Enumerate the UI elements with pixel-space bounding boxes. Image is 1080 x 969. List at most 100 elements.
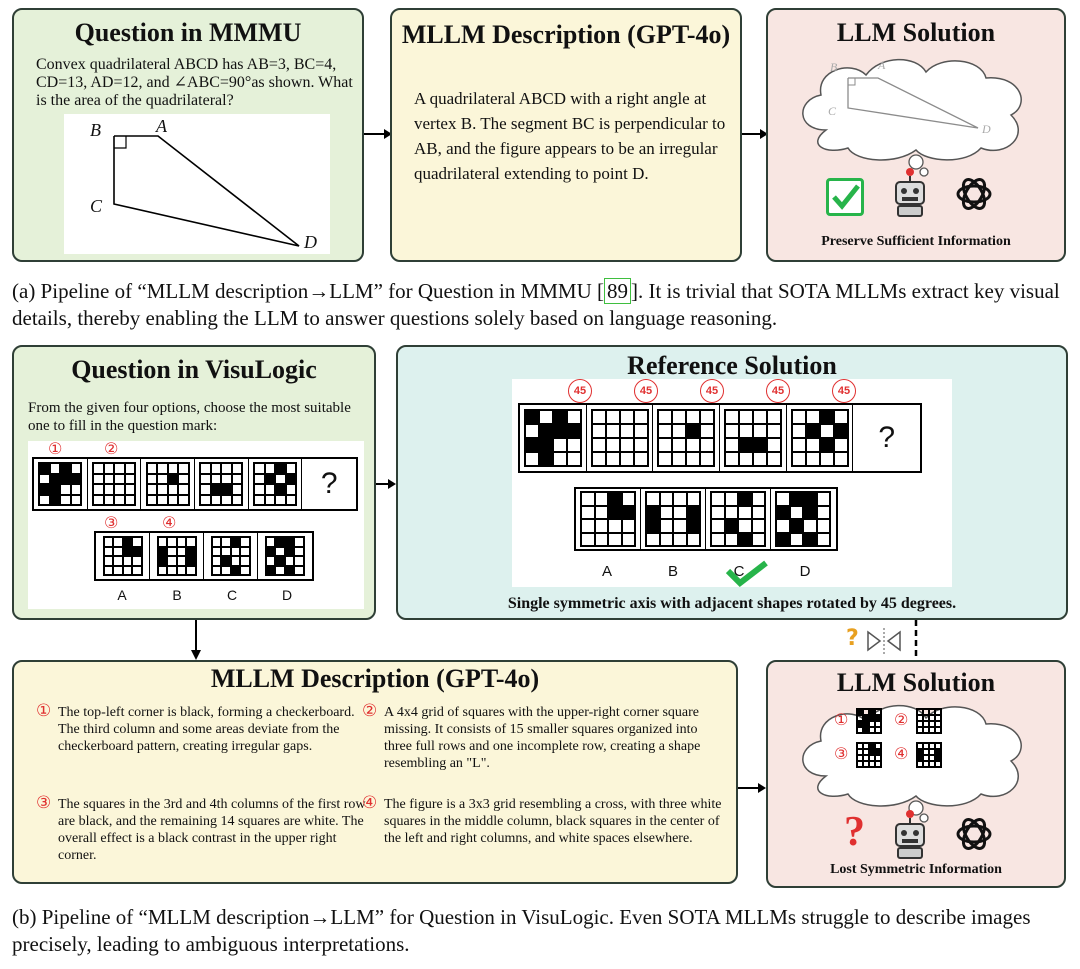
arrow-a1-a2 (364, 129, 392, 139)
marker-2: ② (894, 710, 909, 729)
visulogic-description-panel: MLLM Description (GPT-4o) ① The top-left… (12, 660, 738, 884)
item-text: The figure is a 3x3 grid resembling a cr… (384, 797, 722, 846)
pattern-grid (710, 491, 766, 547)
panel-title: LLM Solution (836, 668, 996, 697)
pattern-grid (199, 462, 244, 506)
rotation-45-marker: 45 (700, 379, 724, 403)
item-text: The squares in the 3rd and 4th columns o… (58, 797, 366, 863)
caption-a-after: ]. It is trivial that SOTA MLLMs extract… (12, 279, 1060, 330)
caption-a: (a) Pipeline of “MLLM description→LLM” f… (12, 278, 1072, 332)
reference-options-row (574, 487, 838, 551)
visulogic-question-panel: Question in VisuLogic From the given fou… (12, 345, 376, 620)
marker-3: ③ (104, 513, 119, 532)
pattern-grid (264, 536, 305, 576)
rotation-45-marker: 45 (634, 379, 658, 403)
marker-4: ④ (162, 513, 177, 532)
puzzle-cell (34, 459, 88, 509)
solution-footer: Preserve Sufficient Information (821, 234, 1011, 249)
item-text: The top-left corner is black, forming a … (58, 705, 355, 754)
pattern-grid (590, 409, 649, 467)
puzzle-cell (204, 533, 258, 579)
puzzle-cell (96, 533, 150, 579)
recalled-pattern-grid (856, 742, 882, 768)
vertex-label-d: D (982, 122, 991, 136)
robot-icon (895, 810, 925, 859)
pattern-grid (92, 462, 136, 506)
puzzle-cell (576, 489, 641, 549)
rotation-45-marker: 45 (568, 379, 592, 403)
caption-a-before: (a) Pipeline of “MLLM description→LLM” f… (12, 279, 604, 303)
mmmu-llm-solution-panel: LLM Solution B A C D Preserve Sufficient… (766, 8, 1066, 262)
pattern-grid (775, 491, 832, 547)
vertex-label-c: C (90, 196, 103, 216)
robot-icon (895, 168, 925, 217)
recalled-pattern-grid (916, 742, 942, 768)
mmmu-question-panel: Question in MMMU Convex quadrilateral AB… (12, 8, 364, 262)
item-text: A 4x4 grid of squares with the upper-rig… (384, 705, 701, 771)
puzzle-cell (787, 405, 854, 471)
description-item-1: ① The top-left corner is black, forming … (36, 703, 368, 755)
pattern-grid (253, 462, 298, 506)
puzzle-cell (771, 489, 836, 549)
arrow-a2-a3 (742, 129, 768, 139)
arrow-b1-b2 (376, 479, 396, 489)
rotation-45-marker: 45 (766, 379, 790, 403)
thought-cloud-icon (802, 58, 1022, 177)
pattern-grid (580, 491, 636, 547)
pattern-grid (145, 462, 190, 506)
panel-title: LLM Solution (836, 18, 996, 47)
option-label-a: A (117, 587, 127, 603)
panel-title: MLLM Description (GPT-4o) (401, 20, 731, 49)
reference-sequence-row: ? (518, 403, 922, 473)
pattern-grid (657, 409, 716, 467)
pattern-grid (38, 462, 83, 506)
pattern-grid (790, 409, 849, 467)
puzzle-cell (249, 459, 303, 509)
question-text: Convex quadrilateral ABCD has AB=3, BC=4… (36, 56, 353, 109)
puzzle-cell (520, 405, 587, 471)
correct-checkmark-icon (725, 560, 768, 587)
option-label-b: B (667, 563, 678, 580)
caption-b: (b) Pipeline of “MLLM description→LLM” f… (12, 905, 1031, 956)
pattern-grid (102, 536, 143, 576)
item-number: ④ (362, 793, 378, 813)
pattern-grid (723, 409, 782, 467)
recalled-pattern-grid (856, 708, 882, 734)
puzzle-cell (641, 489, 706, 549)
marker-1: ① (48, 439, 63, 458)
visulogic-llm-solution-panel: LLM Solution ① ② ③ ④ ? Lost Symmetric In… (766, 660, 1066, 888)
option-label-c: C (733, 563, 745, 580)
quadrilateral-svg (113, 135, 300, 247)
marker-4: ④ (894, 744, 909, 763)
puzzle-cell (653, 405, 721, 471)
option-label-d: D (799, 563, 811, 580)
vertex-label-d: D (304, 232, 317, 252)
puzzle-cell (258, 533, 312, 579)
marker-2: ② (104, 439, 119, 458)
puzzle-cell (587, 405, 654, 471)
puzzle-cell (141, 459, 196, 509)
puzzle-cell (195, 459, 249, 509)
citation-link[interactable]: 89 (603, 278, 631, 304)
description-text: A quadrilateral ABCD with a right angle … (414, 89, 726, 183)
vertex-label-b: B (90, 120, 101, 140)
option-label-a: A (601, 563, 612, 580)
question-mark-cell: ? (878, 421, 896, 454)
vertex-label-b: B (830, 60, 838, 74)
puzzle-cell (706, 489, 771, 549)
puzzle-options-row (94, 531, 314, 581)
vertex-label-c: C (828, 104, 837, 118)
marker-1: ① (834, 710, 849, 729)
quadrilateral-figure: B A C D (64, 114, 330, 254)
arrow-b3-b4 (738, 783, 766, 793)
vertex-label-a: A (156, 116, 167, 136)
marker-3: ③ (834, 744, 849, 763)
puzzle-cell (720, 405, 787, 471)
puzzle-cell (150, 533, 204, 579)
arrow-b1-b3 (191, 620, 201, 660)
question-mark-cell: ? (320, 467, 338, 500)
checkmark-icon (826, 178, 864, 216)
panel-title: Reference Solution (627, 351, 837, 380)
